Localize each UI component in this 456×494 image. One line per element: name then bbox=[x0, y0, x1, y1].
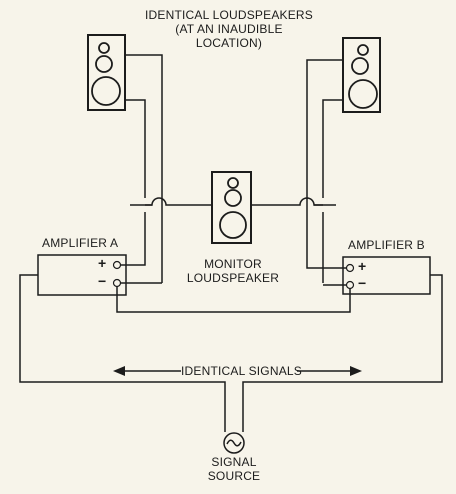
identical-line2: (AT AN INAUDIBLE bbox=[175, 22, 283, 36]
monitor-loudspeaker-label: MONITOR LOUDSPEAKER bbox=[170, 257, 296, 285]
amplifier-a-label: AMPLIFIER A bbox=[42, 236, 119, 250]
right-cabinet-speaker bbox=[342, 37, 381, 113]
signal-source-label: SIGNAL SOURCE bbox=[194, 455, 274, 483]
amplifier-b-label: AMPLIFIER B bbox=[348, 238, 425, 252]
wire-right-speaker-a bbox=[306, 59, 343, 264]
identical-line1: IDENTICAL LOUDSPEAKERS bbox=[145, 8, 313, 22]
identical-line3: LOCATION) bbox=[195, 36, 263, 50]
identical-signals-label: IDENTICAL SIGNALS bbox=[181, 364, 302, 378]
wire-right-speaker-b bbox=[322, 99, 343, 283]
wire-left-speaker-b bbox=[125, 99, 146, 258]
source-line2: SOURCE bbox=[207, 469, 261, 483]
wire-signal-left bbox=[19, 274, 226, 432]
signal-source bbox=[223, 432, 245, 454]
amp-b-minus-sign: − bbox=[358, 275, 367, 291]
amp-a-plus-sign: + bbox=[98, 255, 107, 271]
wire-left-speaker-a bbox=[125, 54, 163, 283]
wire-common-return bbox=[116, 286, 351, 313]
wire-monitor-left bbox=[130, 197, 212, 206]
amp-a-minus-sign: − bbox=[98, 273, 107, 289]
identical-loudspeakers-label: IDENTICAL LOUDSPEAKERS (AT AN INAUDIBLE … bbox=[134, 8, 324, 50]
identical-signals-arrow bbox=[113, 366, 362, 376]
wire-monitor-right bbox=[251, 197, 336, 206]
amp-b-plus-sign: + bbox=[358, 258, 367, 274]
wire-signal-right bbox=[242, 274, 443, 432]
wire-amp-a-plus bbox=[120, 258, 146, 266]
monitor-line1: MONITOR bbox=[204, 257, 262, 271]
source-line1: SIGNAL bbox=[211, 455, 257, 469]
amplifier-a bbox=[37, 254, 127, 296]
left-cabinet-speaker bbox=[87, 34, 126, 111]
amplifier-b bbox=[342, 256, 431, 295]
wire-amp-b-plus bbox=[306, 264, 347, 269]
monitor-line2: LOUDSPEAKER bbox=[186, 271, 280, 285]
monitor-speaker bbox=[211, 171, 252, 244]
